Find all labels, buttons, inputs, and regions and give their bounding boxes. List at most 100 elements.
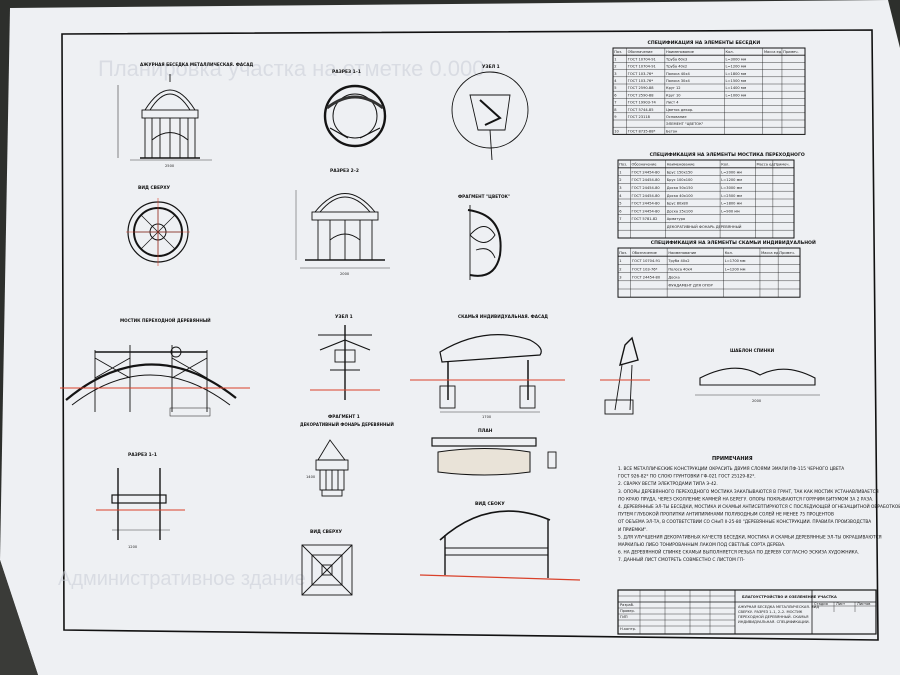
spec-table-cell: ГОСТ 8735-88* xyxy=(628,129,656,133)
plan-title: ПЛАН xyxy=(478,428,493,434)
section-2-width-dim: 2000 xyxy=(340,272,350,276)
bench-facade-title: СКАМЬЯ ИНДИВИДУАЛЬНАЯ. ФАСАД xyxy=(458,314,548,319)
spec-table-cell: Цветок декор. xyxy=(666,108,693,112)
spec-table-cell: L=1400 мм xyxy=(726,86,747,90)
spec-table-cell: L=1800 мм xyxy=(721,202,742,206)
spec-table-cell: ГОСТ 24454-80 xyxy=(632,170,661,174)
spec-table-cell: ЭЛЕМЕНТ "ЦВЕТОК" xyxy=(666,122,704,126)
spec-table-cell: 1 xyxy=(614,57,616,61)
spec-table-cell: L=1700 мм xyxy=(725,259,746,263)
spec-table-header: Масса ед. xyxy=(756,163,774,167)
spec-table-cell: Бетон xyxy=(666,129,678,133)
spec-table-cell: L=1200 мм xyxy=(726,65,747,69)
title-block-sheet-content: АЖУРНАЯ БЕСЕДКА МЕТАЛЛИЧЕСКАЯ. ВИДСВЕРХУ… xyxy=(738,605,819,624)
drawing-frame xyxy=(61,29,879,641)
spec-table-cell: Полоса 40х4 xyxy=(666,72,690,76)
spec-table-cell: ГОСТ 24454-80 xyxy=(632,276,661,280)
fragment-1-title: ФРАГМЕНТ 1 xyxy=(328,414,360,420)
spec-table-bridge: СПЕЦИФИКАЦИЯ НА ЭЛЕМЕНТЫ МОСТИКА ПЕРЕХОД… xyxy=(617,152,805,239)
note-line: 6. НА ДЕРЕВЯННОЙ СПИНКЕ СКАМЬИ ВЫПОЛНЯЕТ… xyxy=(618,549,859,556)
spec-table-header: Поз. xyxy=(619,163,627,167)
spec-table-cell: ГОСТ 24454-80 xyxy=(632,209,661,213)
spec-table-cell: L=1500 мм xyxy=(726,79,747,83)
title-block-sheet-header: Лист xyxy=(836,602,845,606)
spec-table-cell: Круг 12 xyxy=(666,86,681,90)
note-line: ГОСТ 926-82* ПО СЛОЮ ГРУНТОВКИ ГФ-021 ГО… xyxy=(618,474,756,480)
spec-table-cell: ГОСТ 24454-80 xyxy=(632,194,661,198)
spec-table-cell: ГОСТ 103-76* xyxy=(628,72,654,76)
bench-plan-drawing xyxy=(431,437,557,476)
ghost-text-bottom: Административное здание xyxy=(58,568,306,590)
spec-table-title: СПЕЦИФИКАЦИЯ НА ЭЛЕМЕНТЫ МОСТИКА ПЕРЕХОД… xyxy=(650,152,805,158)
lantern-title: ДЕКОРАТИВНЫЙ ФОНАРЬ ДЕРЕВЯННЫЙ xyxy=(300,422,394,427)
spec-table-cell: ГОСТ 24454-80 xyxy=(632,186,661,190)
spec-table-cell: L=1200 мм xyxy=(725,267,746,271)
note-line: МАРКИЛЬЮ ЛИБО ТОНИРОВАННЫМ ЛАКОМ ПОД СВЕ… xyxy=(618,542,785,548)
title-block-role-gip: ГИП xyxy=(620,615,628,619)
spec-table-cell: ГОСТ 103-76* xyxy=(632,267,658,271)
lantern-height-dim: 1400 xyxy=(306,475,316,479)
bench-facade-drawing xyxy=(410,334,565,413)
spec-table-cell: ГОСТ 5744-85 xyxy=(628,108,654,112)
spec-table-title: СПЕЦИФИКАЦИЯ НА ЭЛЕМЕНТЫ СКАМЬИ ИНДИВИДУ… xyxy=(651,238,816,246)
spec-table-header: Масса ед. xyxy=(764,50,782,54)
backrest-template-title: ШАБЛОН СПИНКИ xyxy=(730,348,775,353)
title-block-role-check: Провер. xyxy=(620,609,635,613)
section-2-drawing xyxy=(295,190,390,269)
node-1-drawing xyxy=(310,325,380,400)
spec-table-cell: L=2000 мм xyxy=(721,170,742,174)
title-block-content-line: СВЕРХУ. РАЗРЕЗ 1–1, 2–2. МОСТИК xyxy=(738,610,803,614)
spec-table-header: Примеч. xyxy=(779,251,795,255)
spec-table-cell: 7 xyxy=(614,101,616,105)
lantern-top-view-drawing xyxy=(301,544,353,596)
bench-height-dim: 1200 xyxy=(128,545,138,549)
spec-table-header: Примеч. xyxy=(774,163,790,167)
spec-table-cell: Полоса 40х4 xyxy=(668,267,692,271)
note-line: 7. ДАННЫЙ ЛИСТ СМОТРЕТЬ СОВМЕСТНО С ЛИСТ… xyxy=(618,556,745,563)
node-1-top-drawing xyxy=(451,71,529,161)
backrest-template-drawing xyxy=(695,367,820,396)
notes-title: ПРИМЕЧАНИЯ xyxy=(712,456,753,462)
spec-table-cell: 9 xyxy=(614,115,617,119)
spec-table-cell: ФУНДАМЕНТ ДЛЯ ОПОР xyxy=(668,284,713,288)
spec-table-cell: ГОСТ 103-76* xyxy=(628,79,654,83)
spec-table-cell: 3 xyxy=(619,276,621,280)
spec-table-header: Наименование xyxy=(668,251,697,255)
spec-table-header: Поз. xyxy=(619,251,627,255)
spec-table-cell: L=3000 мм xyxy=(721,186,742,190)
spec-table-cell: ГОСТ 24454-80 xyxy=(632,202,661,206)
note-line: ПУТЕМ ГЛУБОКОЙ ПРОПИТКИ АНТИПИРИНАМИ ПОЛ… xyxy=(618,511,834,518)
spec-table-cell: 1 xyxy=(619,170,621,174)
title-block-sheets-header: Листов xyxy=(857,602,870,606)
spec-table-cell: L=2500 мм xyxy=(721,194,742,198)
section-1-bottom-drawing xyxy=(96,468,185,540)
gazebo-facade-drawing xyxy=(117,74,212,161)
spec-table-cell: ГОСТ 24454-80 xyxy=(632,178,661,182)
spec-table-cell: L=900 мм xyxy=(721,209,740,213)
spec-table-cell: 10 xyxy=(614,129,619,133)
spec-table-cell: 3 xyxy=(614,72,616,76)
note-line: 1. ВСЕ МЕТАЛЛИЧЕСКИЕ КОНСТРУКЦИИ ОКРАСИТ… xyxy=(618,466,844,472)
spec-table-cell: Доска 25х100 xyxy=(667,209,694,213)
spec-table-cell: Доска xyxy=(668,276,679,280)
note-line: 3. ОПОРЫ ДЕРЕВЯННОГО ПЕРЕХОДНОГО МОСТИКА… xyxy=(618,489,879,495)
spec-table-cell: ГОСТ 5781-82 xyxy=(632,217,658,221)
section-1-title: РАЗРЕЗ 1–1 xyxy=(332,69,361,75)
title-block-stage-header: Стадия xyxy=(814,602,828,606)
spec-table-header: Обозначение xyxy=(632,163,658,167)
spec-table-cell: 6 xyxy=(614,93,617,97)
spec-table-cell: 8 xyxy=(614,108,617,112)
spec-table-header: Кол. xyxy=(725,251,733,255)
section-1-drawing xyxy=(323,84,387,148)
note-line: 5. ДЛЯ УЛУЧШЕНИЯ ДЕКОРАТИВНЫХ КАЧЕСТВ БЕ… xyxy=(618,534,882,540)
spec-table-header: Обозначение xyxy=(632,251,658,255)
title-block-role-norm: Н.контр. xyxy=(620,627,636,631)
spec-table-cell: Труба 60х3 xyxy=(665,57,687,61)
spec-table-cell: Брус 100х100 xyxy=(667,178,694,182)
bridge-title: МОСТИК ПЕРЕХОДНОЙ ДЕРЕВЯННЫЙ xyxy=(120,318,211,323)
top-view-title: ВИД СВЕРХУ xyxy=(138,185,171,191)
spec-table-header: Поз. xyxy=(614,50,622,54)
spec-table-cell: ДЕКОРАТИВНЫЙ ФОНАРЬ ДЕРЕВЯННЫЙ xyxy=(667,224,742,229)
bridge-drawing xyxy=(60,345,250,417)
